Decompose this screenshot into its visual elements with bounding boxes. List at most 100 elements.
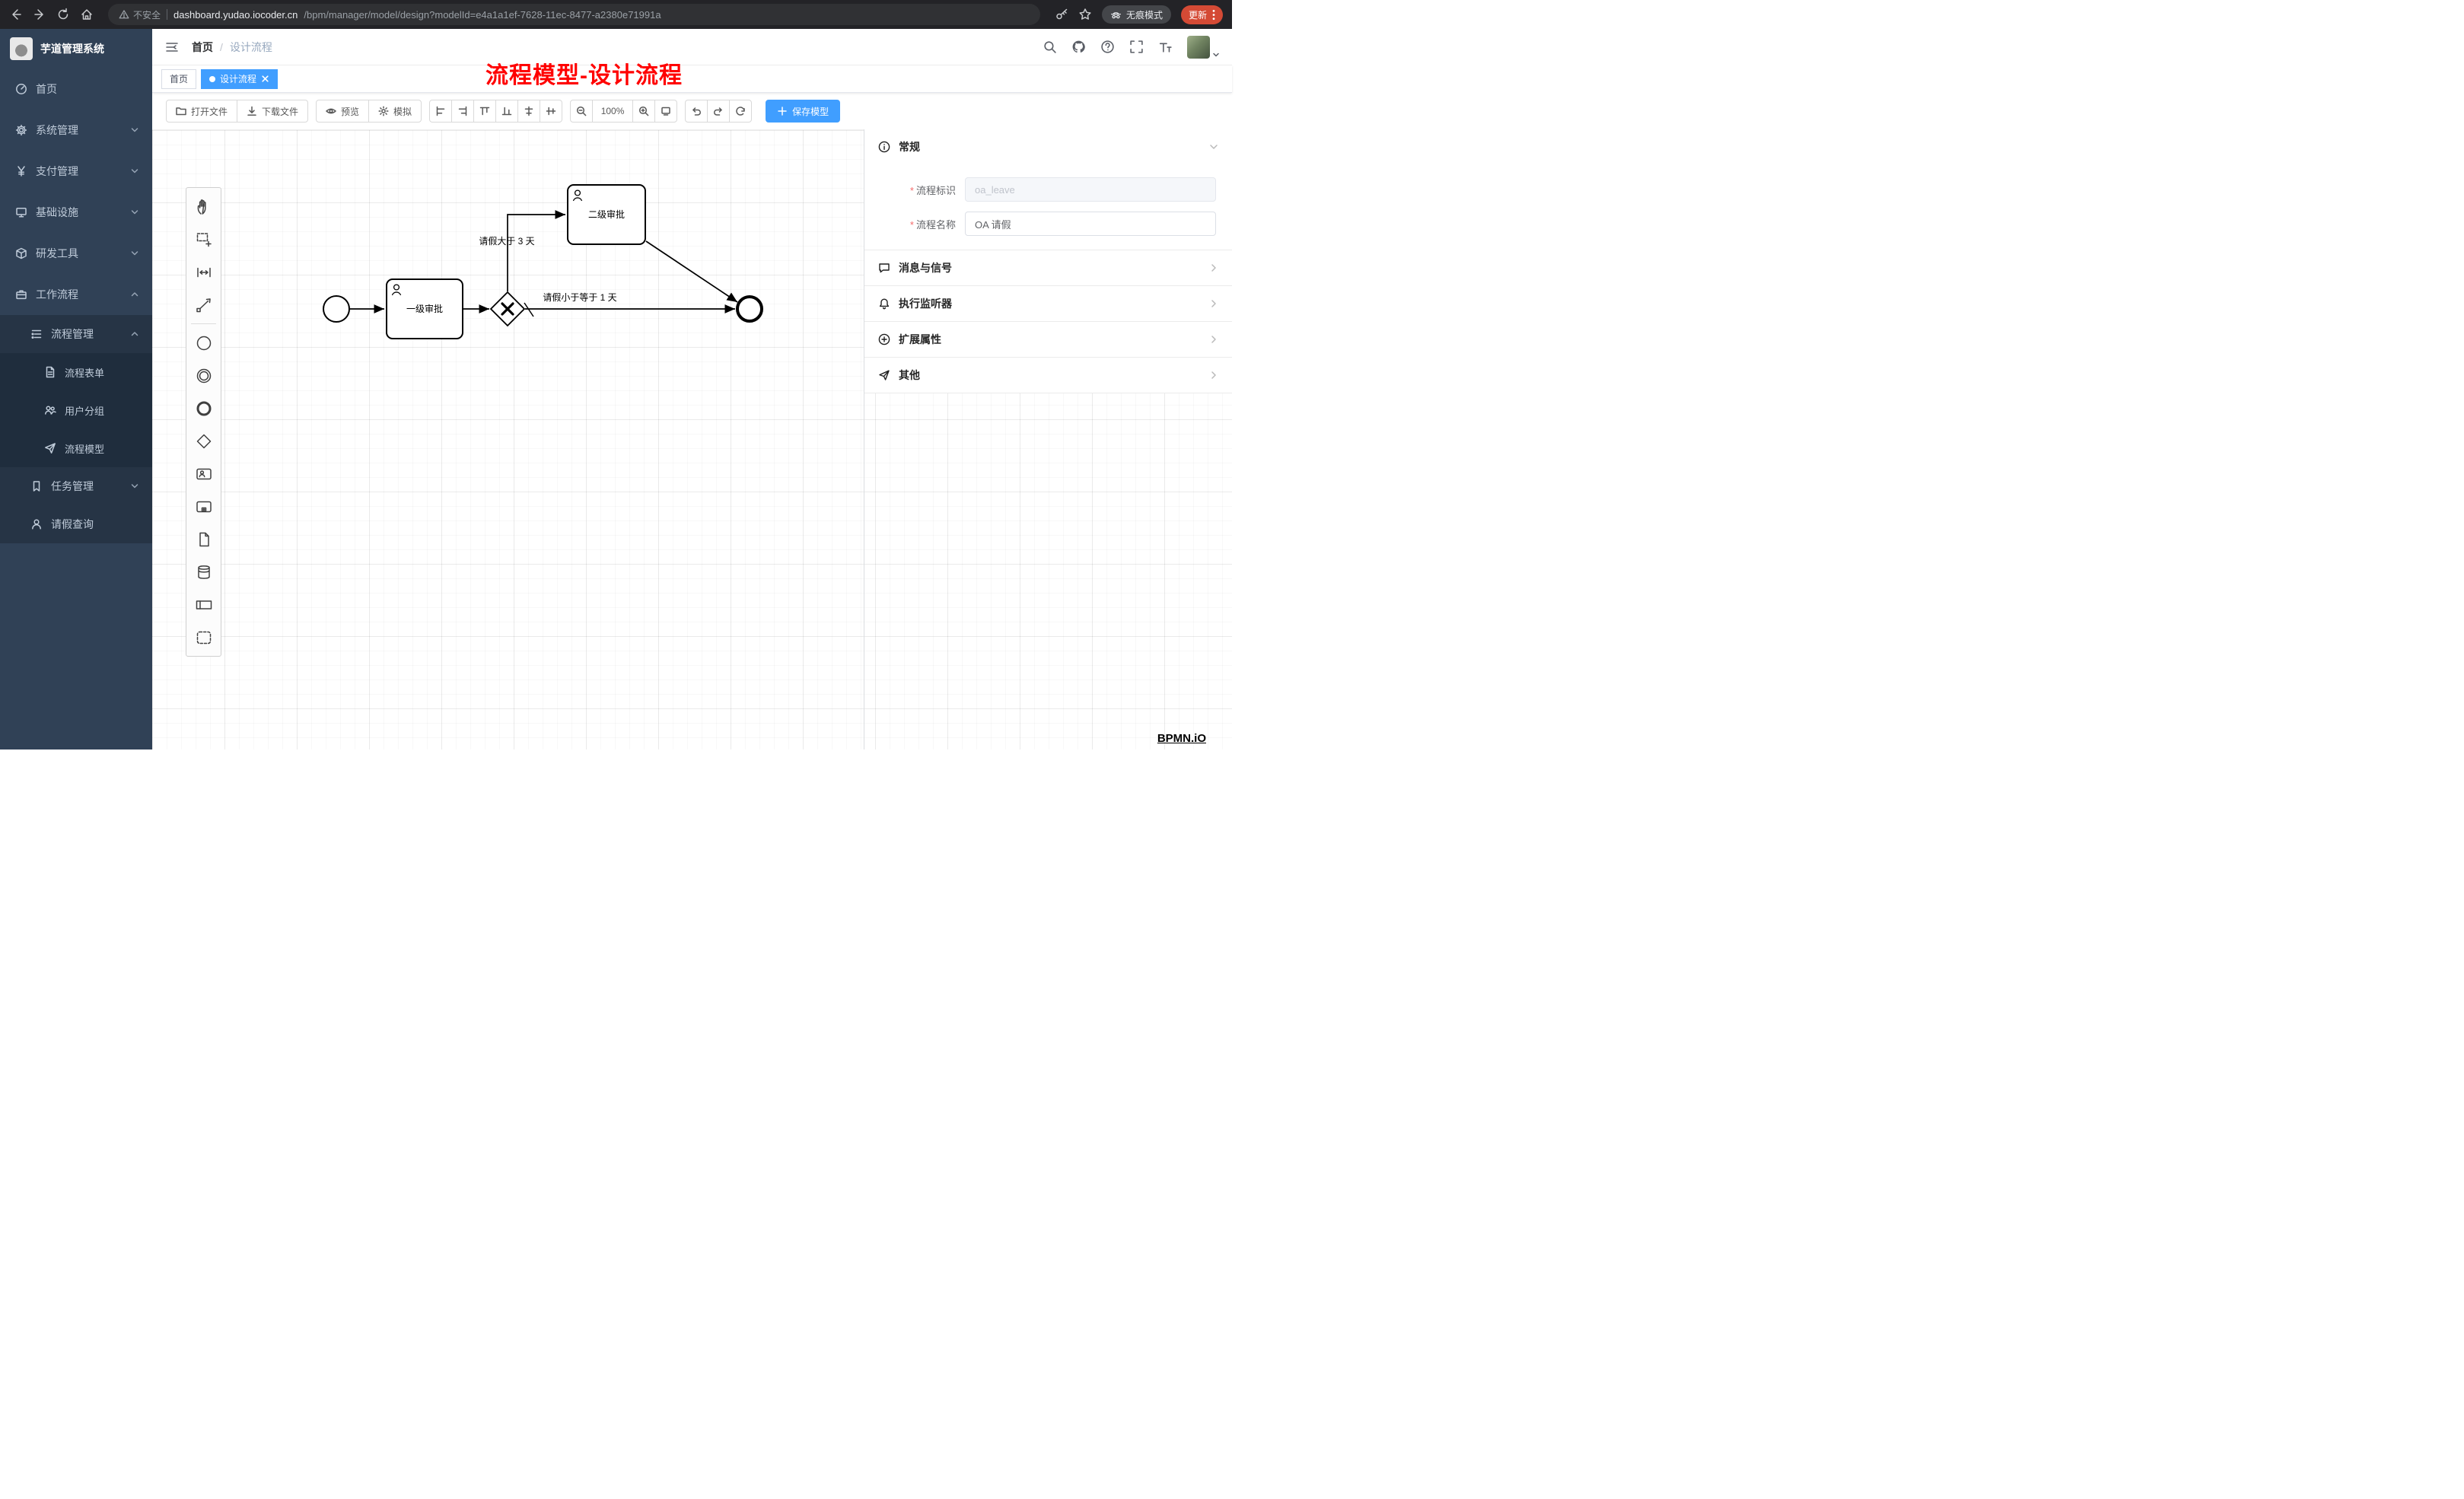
align-center-h-button[interactable] [517, 100, 541, 123]
incognito-badge: 无痕模式 [1101, 5, 1171, 24]
person-icon [30, 518, 43, 530]
bell-icon [878, 298, 890, 310]
required-mark: * [909, 218, 914, 231]
bookmark-star-icon[interactable] [1078, 8, 1092, 21]
sidebar-item-system[interactable]: 系统管理 [0, 110, 152, 151]
simulate-button[interactable]: 模拟 [368, 100, 422, 123]
help-icon[interactable] [1100, 40, 1115, 54]
start-event-shape[interactable] [323, 295, 350, 323]
intermediate-event-palette-icon[interactable] [186, 359, 221, 392]
tab-home[interactable]: 首页 [161, 68, 197, 89]
data-object-palette-icon[interactable] [186, 523, 221, 555]
breadcrumb-separator [220, 41, 223, 53]
user-task-1[interactable]: 一级审批 [386, 278, 463, 339]
flow-label-gt3[interactable]: 请假大于 3 天 [479, 236, 534, 247]
list-tree-icon [30, 328, 43, 340]
task2-label: 二级审批 [588, 208, 625, 220]
properties-panel: 常规 *流程标识 *流程名称 消息与信号 [864, 129, 1232, 393]
sidebar-item-leave-query[interactable]: 请假查询 [0, 505, 152, 543]
section-execution-listener-header[interactable]: 执行监听器 [864, 286, 1232, 321]
align-bottom-button[interactable] [495, 100, 519, 123]
open-file-button[interactable]: 打开文件 [166, 100, 238, 123]
breadcrumb-home[interactable]: 首页 [192, 40, 213, 53]
section-extension-attributes: 扩展属性 [864, 322, 1232, 358]
home-icon[interactable] [80, 8, 94, 21]
bpmn-io-logo[interactable]: BPMN.iO [1157, 732, 1206, 745]
chevron-down-icon [131, 480, 138, 492]
sidebar-item-home[interactable]: 首页 [0, 68, 152, 110]
sidebar-item-task-manage[interactable]: 任务管理 [0, 467, 152, 505]
align-right-button[interactable] [451, 100, 475, 123]
sidebar-item-process-model[interactable]: 流程模型 [0, 429, 152, 467]
sidebar-item-infrastructure[interactable]: 基础设施 [0, 192, 152, 233]
group-palette-icon[interactable] [186, 621, 221, 654]
align-top-button[interactable] [473, 100, 497, 123]
save-model-button[interactable]: 保存模型 [766, 100, 841, 123]
download-icon [247, 106, 257, 116]
font-size-icon[interactable] [1158, 40, 1173, 54]
end-event-shape[interactable] [736, 295, 763, 323]
app-logo-row[interactable]: 芋道管理系统 [0, 29, 152, 68]
zoom-reset-button[interactable] [654, 100, 678, 123]
user-menu[interactable] [1187, 35, 1220, 59]
flow-label-lte1[interactable]: 请假小于等于 1 天 [543, 292, 616, 303]
section-general-header[interactable]: 常规 [864, 129, 1232, 164]
data-store-palette-icon[interactable] [186, 555, 221, 588]
bookmark-icon [30, 480, 43, 492]
sidebar-item-process-form[interactable]: 流程表单 [0, 353, 152, 391]
update-button[interactable]: 更新 [1180, 5, 1223, 24]
align-left-button[interactable] [429, 100, 453, 123]
sequence-flow-gateway-to-task2[interactable] [507, 210, 565, 291]
search-icon[interactable] [1043, 40, 1057, 54]
space-tool-icon[interactable] [186, 256, 221, 288]
exclusive-gateway[interactable] [489, 291, 526, 327]
user-icon [572, 189, 583, 202]
zoom-reset-icon [661, 106, 671, 116]
user-task-palette-icon[interactable] [186, 457, 221, 490]
align-center-v-button[interactable] [540, 100, 563, 123]
section-other-header[interactable]: 其他 [864, 358, 1232, 393]
process-name-input[interactable] [965, 212, 1216, 236]
sidebar-item-dev-tools[interactable]: 研发工具 [0, 233, 152, 274]
user-task-2[interactable]: 二级审批 [567, 184, 646, 245]
sidebar-item-process-manage[interactable]: 流程管理 [0, 315, 152, 353]
bpmn-canvas[interactable]: 请假大于 3 天 请假小于等于 1 天 一级审批 [152, 129, 1232, 750]
yen-icon [15, 165, 27, 177]
github-icon[interactable] [1071, 40, 1086, 54]
lasso-tool-icon[interactable] [186, 223, 221, 256]
participant-palette-icon[interactable] [186, 588, 221, 621]
section-extension-attributes-header[interactable]: 扩展属性 [864, 322, 1232, 357]
process-key-input[interactable] [965, 177, 1216, 202]
undo-button[interactable] [685, 100, 708, 123]
plus-circle-icon [878, 333, 890, 345]
insecure-warning-icon [119, 10, 129, 19]
section-message-signal-header[interactable]: 消息与信号 [864, 250, 1232, 285]
zoom-in-button[interactable] [632, 100, 656, 123]
password-key-icon[interactable] [1055, 8, 1068, 21]
end-event-palette-icon[interactable] [186, 392, 221, 425]
back-icon[interactable] [9, 8, 23, 21]
tab-design-process[interactable]: 设计流程 [201, 68, 279, 89]
preview-button[interactable]: 预览 [316, 100, 370, 123]
sidebar-item-workflow[interactable]: 工作流程 [0, 274, 152, 315]
subprocess-palette-icon[interactable] [186, 490, 221, 523]
gateway-palette-icon[interactable] [186, 425, 221, 457]
global-connect-tool-icon[interactable] [186, 288, 221, 321]
close-icon[interactable] [261, 75, 269, 83]
address-bar[interactable]: 不安全 dashboard.yudao.iocoder.cn/bpm/manag… [108, 4, 1040, 25]
refresh-button[interactable] [729, 100, 753, 123]
start-event-palette-icon[interactable] [186, 326, 221, 359]
section-general: 常规 *流程标识 *流程名称 [864, 129, 1232, 250]
process-key-field: *流程标识 [864, 177, 1232, 202]
forward-icon[interactable] [33, 8, 46, 21]
sequence-flow-task2-to-end[interactable] [645, 240, 738, 303]
sidebar-item-payment[interactable]: 支付管理 [0, 151, 152, 192]
redo-button[interactable] [707, 100, 731, 123]
download-file-button[interactable]: 下载文件 [237, 100, 309, 123]
sidebar-item-user-group[interactable]: 用户分组 [0, 391, 152, 429]
hand-tool-icon[interactable] [186, 190, 221, 223]
reload-icon[interactable] [56, 8, 70, 21]
zoom-out-button[interactable] [570, 100, 594, 123]
fullscreen-icon[interactable] [1129, 40, 1144, 54]
sidebar-collapse-icon[interactable] [164, 40, 180, 55]
